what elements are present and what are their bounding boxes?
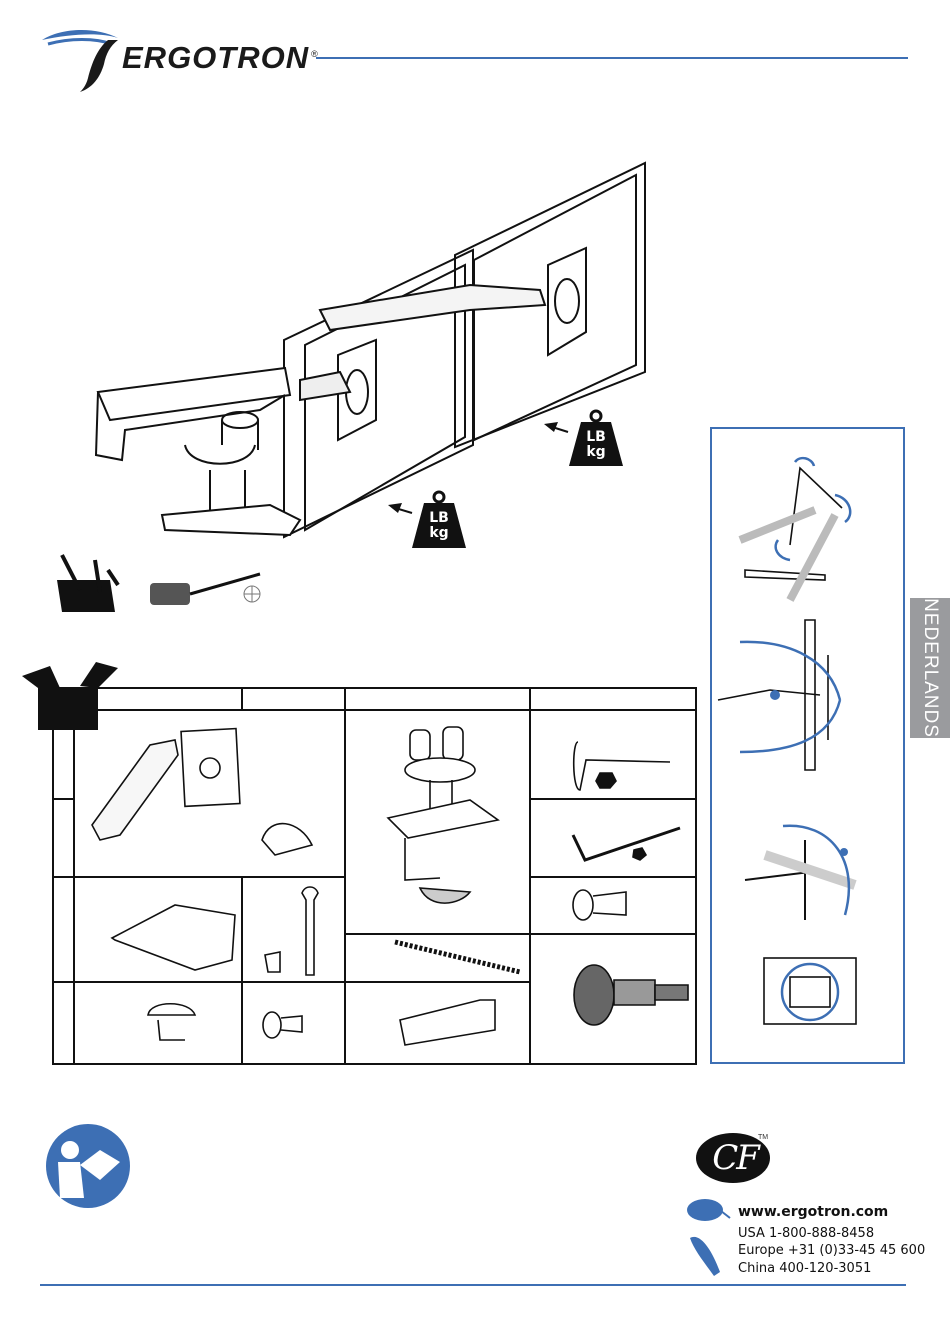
part-screw-small (263, 1012, 302, 1038)
part-knob (574, 965, 688, 1025)
part-cable-tie (395, 942, 520, 972)
part-monitor-arm (92, 729, 240, 840)
footer-rule (40, 1284, 906, 1286)
dual-monitor-illustration (96, 21, 645, 537)
part-allen-key-large (574, 742, 670, 790)
language-tab: NEDERLANDS (910, 598, 950, 738)
part-cable-clip (262, 824, 312, 855)
trademark-mark: TM (758, 1134, 768, 1141)
read-manual-icon (46, 1124, 130, 1208)
part-allen-key-small (573, 828, 680, 860)
part-base-plate (112, 905, 235, 970)
screwdriver-icon (150, 574, 260, 605)
part-desk-clamp (388, 727, 498, 903)
cf-mark: CF (706, 1138, 764, 1178)
part-extension-arm (400, 1000, 495, 1045)
part-cap (148, 1004, 195, 1040)
motion-panel (710, 427, 905, 1064)
ergotron-logo (42, 30, 118, 92)
mouse-icon (687, 1199, 730, 1221)
open-box-icon (22, 662, 118, 730)
phone-icon (690, 1237, 720, 1276)
phillips-tip-icon (244, 586, 260, 602)
phone-europe: Europe +31 (0)33-45 45 600 (738, 1243, 925, 1258)
phone-china: China 400-120-3051 (738, 1261, 871, 1276)
website-link[interactable]: www.ergotron.com (738, 1204, 888, 1220)
phone-usa: USA 1-800-888-8458 (738, 1226, 874, 1241)
part-bolt (265, 887, 318, 975)
toolbox-icon (57, 555, 118, 612)
part-screw-large (573, 890, 626, 920)
